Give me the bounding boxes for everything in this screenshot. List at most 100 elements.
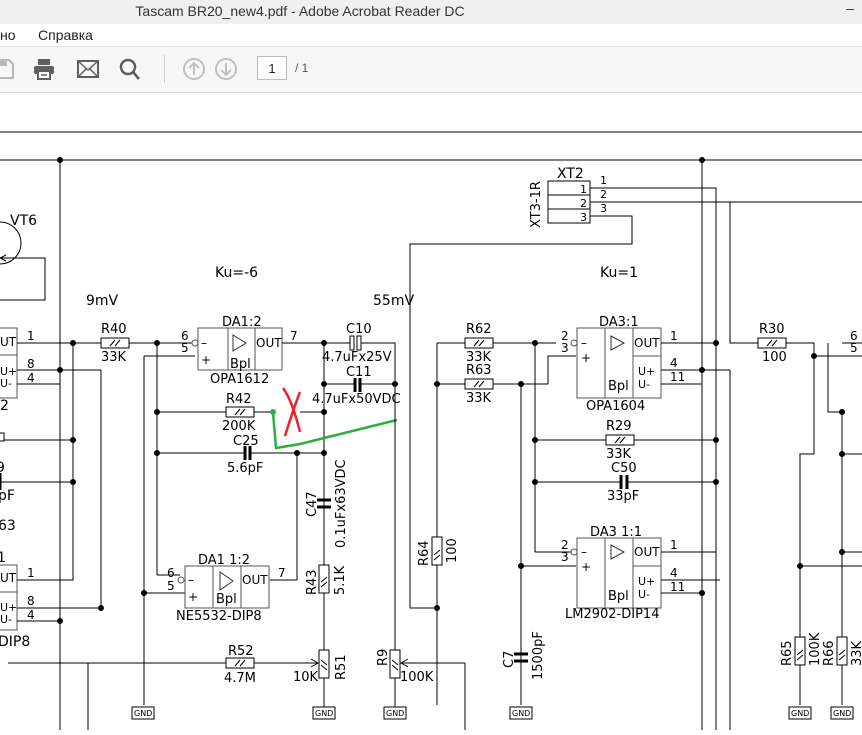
r30-ref: R30 bbox=[759, 322, 785, 337]
opamp-ref: DA3:1 bbox=[599, 315, 639, 330]
opamp-da1-1-2: – + DA1 1:2 Bpl OUT NE5532-DIP8 6 5 7 bbox=[167, 553, 286, 624]
pin-number: 3 bbox=[561, 550, 569, 564]
left-label: 63 bbox=[0, 518, 16, 534]
print-icon[interactable] bbox=[32, 57, 56, 81]
page-number-input[interactable]: 1 bbox=[257, 56, 287, 80]
gnd-label: GND bbox=[791, 709, 809, 718]
pin-number: 1 bbox=[27, 566, 35, 580]
page-total: / 1 bbox=[295, 61, 309, 75]
vminus-label: U- bbox=[0, 377, 12, 390]
r62-ref: R62 bbox=[466, 322, 492, 337]
left-opamp-top bbox=[0, 327, 18, 399]
svg-text:–: – bbox=[581, 336, 587, 350]
schematic: VT6 Ku=-6 Ku=1 9mV 55mV UT U+ U- 2 1 8 4… bbox=[0, 131, 862, 730]
opamp-out-label: OUT bbox=[256, 336, 282, 350]
page-up-icon[interactable] bbox=[182, 57, 206, 81]
vt6-label: VT6 bbox=[10, 213, 37, 229]
pin-number: 2 bbox=[600, 188, 607, 201]
opamp-part: OPA1612 bbox=[210, 372, 269, 387]
c47-value: 0.1uFx63VDC bbox=[334, 459, 349, 548]
r9-value: 100K bbox=[400, 670, 434, 685]
page-down-icon[interactable] bbox=[214, 57, 238, 81]
pin-number: 1 bbox=[600, 174, 607, 187]
svg-text:–: – bbox=[201, 336, 207, 350]
c50-ref: C50 bbox=[611, 461, 637, 476]
search-icon[interactable] bbox=[118, 57, 142, 81]
svg-text:–: – bbox=[581, 545, 587, 559]
opamp-da3-1: – + DA3:1 Bpl OUT U+ U- OPA1604 2 3 1 4 … bbox=[561, 315, 685, 414]
gnd-symbol: GND bbox=[312, 706, 336, 720]
window-title: Tascam BR20_new4.pdf - Adobe Acrobat Rea… bbox=[135, 3, 465, 19]
resistor-r30 bbox=[757, 337, 787, 349]
r29-value: 33K bbox=[606, 447, 632, 462]
voltage-label-1: 9mV bbox=[86, 293, 119, 309]
toolbar-separator bbox=[164, 55, 165, 83]
pin-number: 6 bbox=[167, 566, 175, 580]
pin-number: 3 bbox=[600, 202, 607, 215]
r43-value: 5.1K bbox=[333, 565, 348, 595]
opamp-out-label: OUT bbox=[242, 573, 268, 587]
opamp-out-label: UT bbox=[0, 335, 17, 349]
gnd-label: GND bbox=[512, 709, 530, 718]
left-label: 1 bbox=[0, 550, 6, 566]
gnd-label: GND bbox=[833, 709, 851, 718]
pin-number: 4 bbox=[670, 356, 678, 370]
pin-number: 1 bbox=[27, 329, 35, 343]
r64-value: 100 bbox=[445, 538, 460, 563]
pin-number: 3 bbox=[580, 211, 587, 224]
resistor-r62 bbox=[464, 337, 494, 349]
pin-number: 11 bbox=[670, 370, 685, 384]
svg-text:+: + bbox=[201, 353, 211, 367]
svg-text:+: + bbox=[188, 590, 198, 604]
svg-text:–: – bbox=[188, 573, 194, 587]
opamp-da1-2: – + DA1:2 Bpl OUT OPA1612 6 5 7 bbox=[181, 315, 298, 387]
red-x-markup bbox=[281, 387, 302, 437]
gnd-symbol: GND bbox=[383, 706, 407, 720]
pin-number: 2 bbox=[561, 538, 569, 552]
green-line-markup bbox=[271, 412, 398, 450]
vminus-label: U- bbox=[0, 613, 12, 626]
document-view[interactable]: VT6 Ku=-6 Ku=1 9mV 55mV UT U+ U- 2 1 8 4… bbox=[0, 93, 862, 730]
opamp-type: Bpl bbox=[230, 357, 251, 372]
r52-value: 4.7M bbox=[224, 671, 256, 686]
r63-ref: R63 bbox=[466, 363, 492, 378]
pin-number: 7 bbox=[278, 566, 286, 580]
menu-help[interactable]: Справка bbox=[38, 27, 93, 43]
menu-window[interactable]: но bbox=[0, 27, 16, 43]
minimize-button[interactable]: – bbox=[846, 0, 854, 16]
opamp-ref: DA3 1:1 bbox=[590, 525, 642, 540]
pin-number: 2 bbox=[580, 197, 587, 210]
r51-value: 10K bbox=[293, 670, 319, 685]
r29-ref: R29 bbox=[606, 419, 632, 434]
potentiometer-r51 bbox=[318, 649, 330, 679]
r64-ref: R64 bbox=[417, 540, 432, 566]
left-label: pF bbox=[0, 488, 15, 504]
pin-number: 5 bbox=[167, 579, 175, 593]
potentiometer-r9 bbox=[389, 649, 401, 679]
opamp-type: Bpl bbox=[608, 379, 629, 394]
save-icon[interactable] bbox=[0, 57, 16, 81]
pin-number: 5 bbox=[181, 341, 189, 355]
pin-number: 11 bbox=[670, 580, 685, 594]
pin-number: 5 bbox=[850, 341, 858, 355]
r65-value: 100K bbox=[808, 632, 823, 666]
c25-ref: C25 bbox=[233, 434, 259, 449]
c10-value: 4.7uFx25V bbox=[322, 350, 392, 365]
gnd-label: GND bbox=[386, 709, 404, 718]
pin-number: 7 bbox=[290, 329, 298, 343]
vplus-label: U+ bbox=[638, 365, 655, 378]
opamp-out-label: UT bbox=[0, 571, 17, 585]
left-label: DIP8 bbox=[0, 634, 30, 650]
gnd-symbol: GND bbox=[830, 706, 854, 720]
gnd-label: GND bbox=[315, 709, 333, 718]
voltage-label-2: 55mV bbox=[373, 293, 414, 309]
r51-ref: R51 bbox=[334, 654, 349, 680]
resistor-r66 bbox=[836, 636, 848, 666]
email-icon[interactable] bbox=[76, 57, 100, 81]
opamp-out-label: OUT bbox=[634, 545, 660, 559]
capacitor-c10: C10 4.7uFx25V bbox=[322, 322, 392, 365]
c7-ref: C7 bbox=[502, 651, 517, 668]
c50-value: 33pF bbox=[607, 489, 639, 504]
resistor-r65 bbox=[794, 636, 806, 666]
r62-value: 33K bbox=[466, 350, 492, 365]
